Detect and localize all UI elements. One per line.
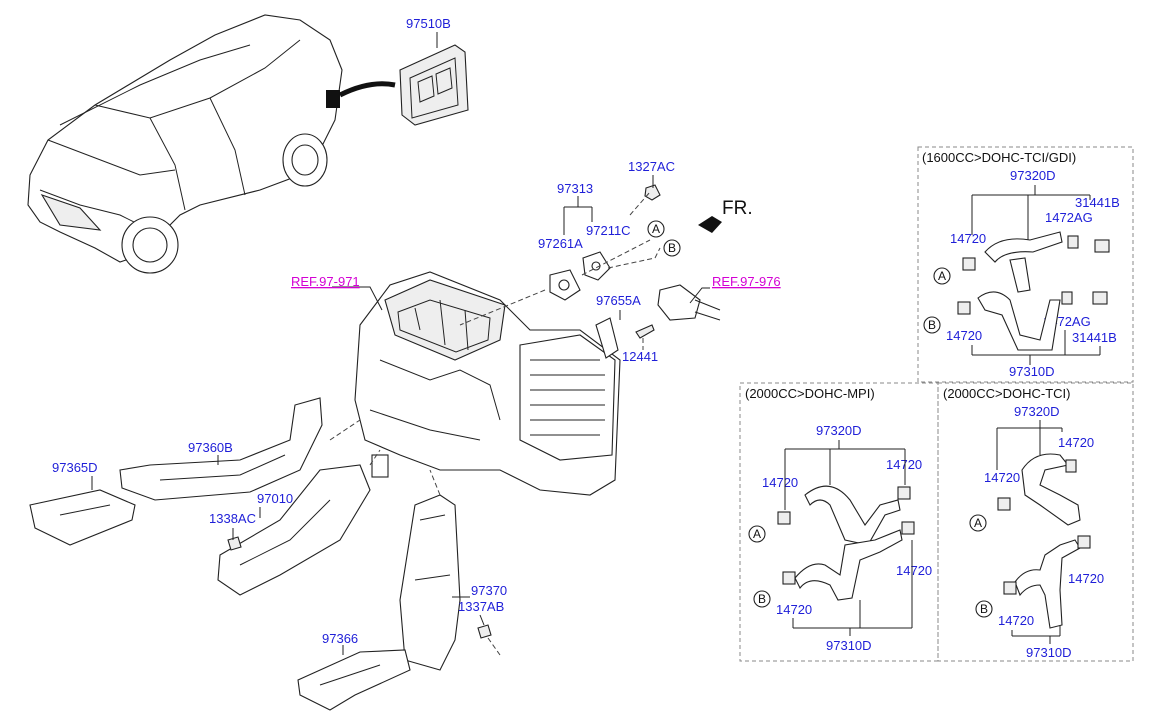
box1-97310D: 97310D	[1009, 364, 1055, 379]
box3-title: (2000CC>DOHC-TCI)	[943, 386, 1071, 401]
label-97211C: 97211C	[586, 223, 631, 238]
box2-14720-b: 14720	[776, 602, 812, 617]
variant-box-2000cc-tci: (2000CC>DOHC-TCI) 97320D 14720 14720 147…	[937, 382, 1134, 662]
label-97313: 97313	[557, 181, 593, 196]
ref-97-971[interactable]: REF.97-971	[291, 274, 360, 289]
bolt-12441	[635, 324, 655, 339]
ref-97-976[interactable]: REF.97-976	[712, 274, 781, 289]
box1-31441B-bot: 31441B	[1072, 330, 1117, 345]
nut-1337AB	[477, 624, 492, 639]
nut-1338AC	[227, 536, 242, 551]
duct-97370	[399, 494, 461, 671]
box2-14720-r: 14720	[886, 457, 922, 472]
label-97360B: 97360B	[188, 440, 233, 455]
label-1327AC: 1327AC	[628, 159, 675, 174]
box1-14720-a: 14720	[950, 231, 986, 246]
connector-b-main: B	[663, 239, 681, 257]
box2-97310D: 97310D	[826, 638, 872, 653]
box1-97320D: 97320D	[1010, 168, 1056, 183]
box2-title: (2000CC>DOHC-MPI)	[745, 386, 875, 401]
label-97655A: 97655A	[596, 293, 641, 308]
svg-text:A: A	[974, 516, 982, 530]
box1-1472AG-top: 1472AG	[1045, 210, 1093, 225]
box3-97310D: 97310D	[1026, 645, 1072, 660]
duct-97365D	[29, 489, 136, 546]
gasket-97261A	[549, 269, 581, 301]
label-97365D: 97365D	[52, 460, 98, 475]
svg-text:B: B	[928, 318, 936, 332]
box3-14720-r: 14720	[1068, 571, 1104, 586]
duct-97366	[297, 649, 411, 711]
box3-97320D: 97320D	[1014, 404, 1060, 419]
svg-text:A: A	[652, 222, 660, 236]
label-1337AB: 1337AB	[458, 599, 504, 614]
variant-box-1600cc: (1600CC>DOHC-TCI/GDI) 97320D 31441B 1472…	[917, 146, 1134, 383]
fr-label: FR.	[722, 198, 753, 219]
connector-a-main: A	[647, 220, 665, 238]
svg-text:A: A	[753, 527, 761, 541]
part-labels: 97510B 1327AC 97313 97211C 97261A 97655A…	[52, 16, 781, 646]
leader-lines	[91, 32, 710, 656]
svg-text:B: B	[758, 592, 766, 606]
box1-title: (1600CC>DOHC-TCI/GDI)	[922, 150, 1076, 165]
svg-text:A: A	[938, 269, 946, 283]
vehicle-illustration	[27, 14, 396, 274]
box2-97320D: 97320D	[816, 423, 862, 438]
pipe-block	[657, 284, 721, 321]
duct-97360B	[119, 397, 323, 501]
box1-31441B-top: 31441B	[1075, 195, 1120, 210]
label-1338AC: 1338AC	[209, 511, 256, 526]
box2-14720-r2: 14720	[896, 563, 932, 578]
front-direction-arrow: FR.	[698, 198, 753, 233]
label-97261A: 97261A	[538, 236, 583, 251]
label-12441: 12441	[622, 349, 658, 364]
label-97510B: 97510B	[406, 16, 451, 31]
label-97366: 97366	[322, 631, 358, 646]
label-97370: 97370	[471, 583, 507, 598]
box3-14720-b: 14720	[998, 613, 1034, 628]
cabin-filter-97510B	[399, 44, 469, 126]
label-97010: 97010	[257, 491, 293, 506]
duct-97010	[217, 464, 371, 596]
variant-box-2000cc-mpi: (2000CC>DOHC-MPI) 97320D 14720 14720 147…	[739, 382, 939, 662]
box3-14720-tr: 14720	[1058, 435, 1094, 450]
box2-14720-l: 14720	[762, 475, 798, 490]
box3-14720-l: 14720	[984, 470, 1020, 485]
hvac-heater-unit	[354, 271, 621, 496]
gasket-97211C	[582, 251, 611, 281]
seal-97655A	[595, 317, 619, 359]
svg-text:B: B	[980, 602, 988, 616]
svg-text:B: B	[668, 241, 676, 255]
box1-14720-b: 14720	[946, 328, 982, 343]
